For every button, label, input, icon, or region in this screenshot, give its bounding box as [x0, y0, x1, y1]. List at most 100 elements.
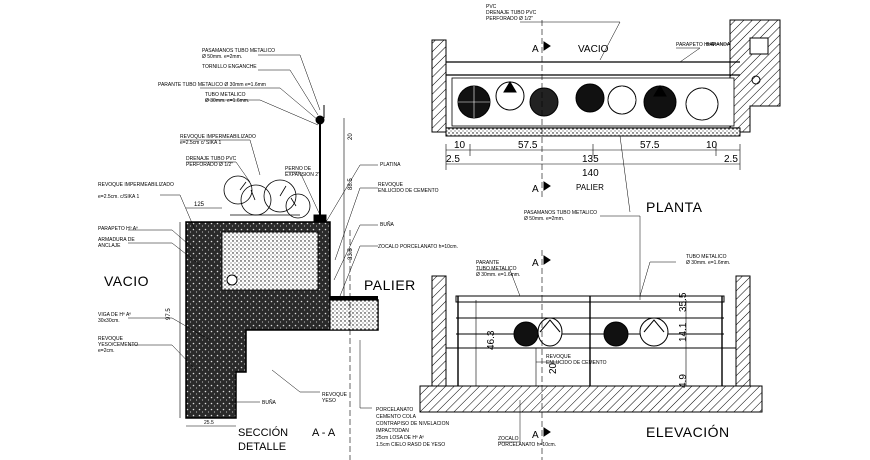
note-cielo: 1.5cm CIELO RASO DE YESO	[376, 442, 445, 448]
dim-elev-355: 35.5	[678, 292, 689, 312]
dim-plan-10b: 10	[706, 140, 718, 151]
elev-note-revoque: REVOQUE	[546, 354, 572, 360]
plan-note-drenaje-dim: PERFORADO Ø 1/2"	[486, 16, 533, 22]
note-perno: PERNO DE	[285, 166, 312, 172]
note-revoque-bottom: REVOQUE	[322, 392, 348, 398]
plan-post-symbol	[751, 75, 761, 85]
dim-plan-135: 135	[582, 154, 599, 165]
section-title-line2: DETALLE	[238, 441, 286, 453]
elev-note-parante-dim: Ø 30mm. e=1.6mm.	[476, 272, 520, 278]
note-tubo-dim: Ø 30mm. e=1.6mm.	[205, 98, 249, 104]
elev-note-parante: PARANTE	[476, 260, 500, 266]
note-armadura: ARMADURA DE	[98, 237, 135, 243]
dim-elev-141: 14.1	[678, 322, 689, 342]
section-title-line1: SECCIÓN	[238, 426, 288, 439]
note-revoque-bottom2: YESO	[322, 398, 336, 404]
note-impactodan: IMPACTODAN	[376, 428, 409, 434]
dim-plan-575b: 57.5	[640, 140, 660, 151]
note-revoque-yeso-dim: e=2cm.	[98, 348, 115, 354]
dim-elev-49: 4.9	[678, 374, 689, 388]
plan-zocalo	[445, 127, 741, 137]
section-vacio-label: VACIO	[104, 273, 149, 289]
dim-side1: 20	[348, 133, 354, 140]
plan-note-parapeto: PARAPETO Hº Aº	[676, 42, 716, 48]
elev-planter-base	[445, 347, 737, 387]
dim-side3: 33.5	[348, 248, 354, 260]
plan-note-pvc: PVC	[486, 4, 497, 10]
elev-note-enlucido: ENLUCIDO DE CEMENTO	[546, 360, 607, 366]
note-revoque-yeso2: YESO/CEMENTO	[98, 342, 138, 348]
plan-note-drenaje: DRENAJE TUBO PVC	[486, 10, 537, 16]
note-revoque-left: REVOQUE IMPERMEABILIZADO	[98, 182, 174, 188]
plan-wall-left	[431, 39, 447, 133]
note-tubo: TUBO METALICO	[205, 92, 246, 98]
elev-note-parante2: TUBO METALICO	[476, 266, 517, 272]
note-contrapiso: CONTRAPISO DE NIVELACION	[376, 421, 449, 427]
elev-dim-text: 46.3 14.1 4.9 20 35.5	[486, 292, 689, 388]
section-detail: 125 97.5 20 88.5 33.5 25.5	[98, 48, 458, 460]
plant-symbol	[223, 175, 311, 219]
elev-cut-markers	[541, 250, 551, 460]
dim-plan-25a: 2.5	[446, 154, 460, 165]
plan-notes: PVC DRENAJE TUBO PVC PERFORADO Ø 1/2" PA…	[486, 4, 731, 222]
note-revoque-left-dim: e=2.5cm. c/SIKA 1	[98, 194, 139, 200]
elev-slab	[419, 385, 763, 413]
elev-dims	[475, 300, 687, 386]
dim-plan-25b: 2.5	[724, 154, 738, 165]
elev-shrubs	[513, 317, 669, 347]
note-revoque: REVOQUE	[378, 182, 404, 188]
note-zocalo: ZOCALO PORCELANATO h=10cm.	[378, 244, 458, 250]
elevation-view: 46.3 14.1 4.9 20 35.5 A A PARANTE TUBO M…	[419, 250, 763, 460]
plan-view: 10 57.5 57.5 10 2.5 2.5 135 140 A A VACI…	[431, 4, 781, 300]
dim-elev-20: 20	[548, 362, 559, 374]
note-pasamanos-dim: Ø 50mm. e=2mm.	[202, 54, 242, 60]
note-viga-dim: 30x30cm.	[98, 318, 120, 324]
elev-leaders	[476, 261, 676, 443]
elevation-title: ELEVACIÓN	[646, 424, 730, 440]
dim-plan-575a: 57.5	[518, 140, 538, 151]
note-revoque-yeso: REVOQUE	[98, 336, 124, 342]
drain-pipe-symbol	[226, 274, 238, 286]
note-anclaje: ANCLAJE	[98, 243, 121, 249]
elev-wall-right	[735, 275, 751, 387]
plan-column-void	[749, 37, 769, 55]
plan-dim-text: 10 57.5 57.5 10 2.5 2.5 135 140	[446, 140, 738, 179]
note-tornillo: TORNILLO ENGANCHE	[202, 64, 257, 70]
dim-plan-140: 140	[582, 168, 599, 179]
elev-wall-left	[431, 275, 447, 387]
note-revoque-imp: REVOQUE IMPERMEABILIZADO	[180, 134, 256, 140]
plan-leaders	[520, 21, 730, 300]
section-leaders	[128, 54, 378, 409]
elev-notes: PARANTE TUBO METALICO Ø 30mm. e=1.6mm. T…	[476, 254, 730, 448]
floor-finish	[330, 296, 378, 300]
plan-cut-top: A	[532, 44, 539, 55]
section-cut-label: A - A	[312, 427, 336, 439]
plan-title: PLANTA	[646, 199, 703, 215]
note-platina: PLATINA	[380, 162, 401, 168]
plan-note-pasamanos: PASAMANOS TUBO METALICO	[524, 210, 597, 216]
elev-cut-top: A	[532, 258, 539, 269]
plan-cut-bottom: A	[532, 184, 539, 195]
elev-cut-bottom: A	[532, 430, 539, 441]
dim-bottom: 25.5	[204, 420, 214, 426]
section-notes: PASAMANOS TUBO METALICO Ø 50mm. e=2mm. T…	[98, 48, 458, 448]
note-enlucido: ENLUCIDO DE CEMENTO	[378, 188, 439, 194]
note-cemento: CEMENTO COLA	[376, 414, 417, 420]
elev-note-tubo: TUBO METALICO	[686, 254, 727, 260]
section-soil	[221, 231, 319, 291]
plan-dims	[445, 144, 741, 170]
plan-palier-label: PALIER	[576, 183, 604, 192]
dim-side2: 88.5	[348, 178, 354, 190]
plan-note-baranda: BARANDA	[706, 42, 731, 48]
dim-elev-463: 46.3	[486, 330, 497, 350]
note-buna: BUÑA	[380, 221, 395, 228]
note-losa: 25cm LOSA DE Hº Aº	[376, 435, 424, 441]
note-viga: VIGA DE Hº Aº	[98, 312, 131, 318]
note-drenaje: DRENAJE TUBO PVC	[186, 156, 237, 162]
note-parapeto: PARAPETO Hº Aº	[98, 226, 138, 232]
note-perno2: EXPANSION 2"	[285, 172, 320, 178]
section-palier-label: PALIER	[364, 277, 416, 293]
elev-note-zocalo2: PORCELANATO h=10cm.	[498, 442, 556, 448]
dim-left: 97.5	[166, 308, 172, 320]
